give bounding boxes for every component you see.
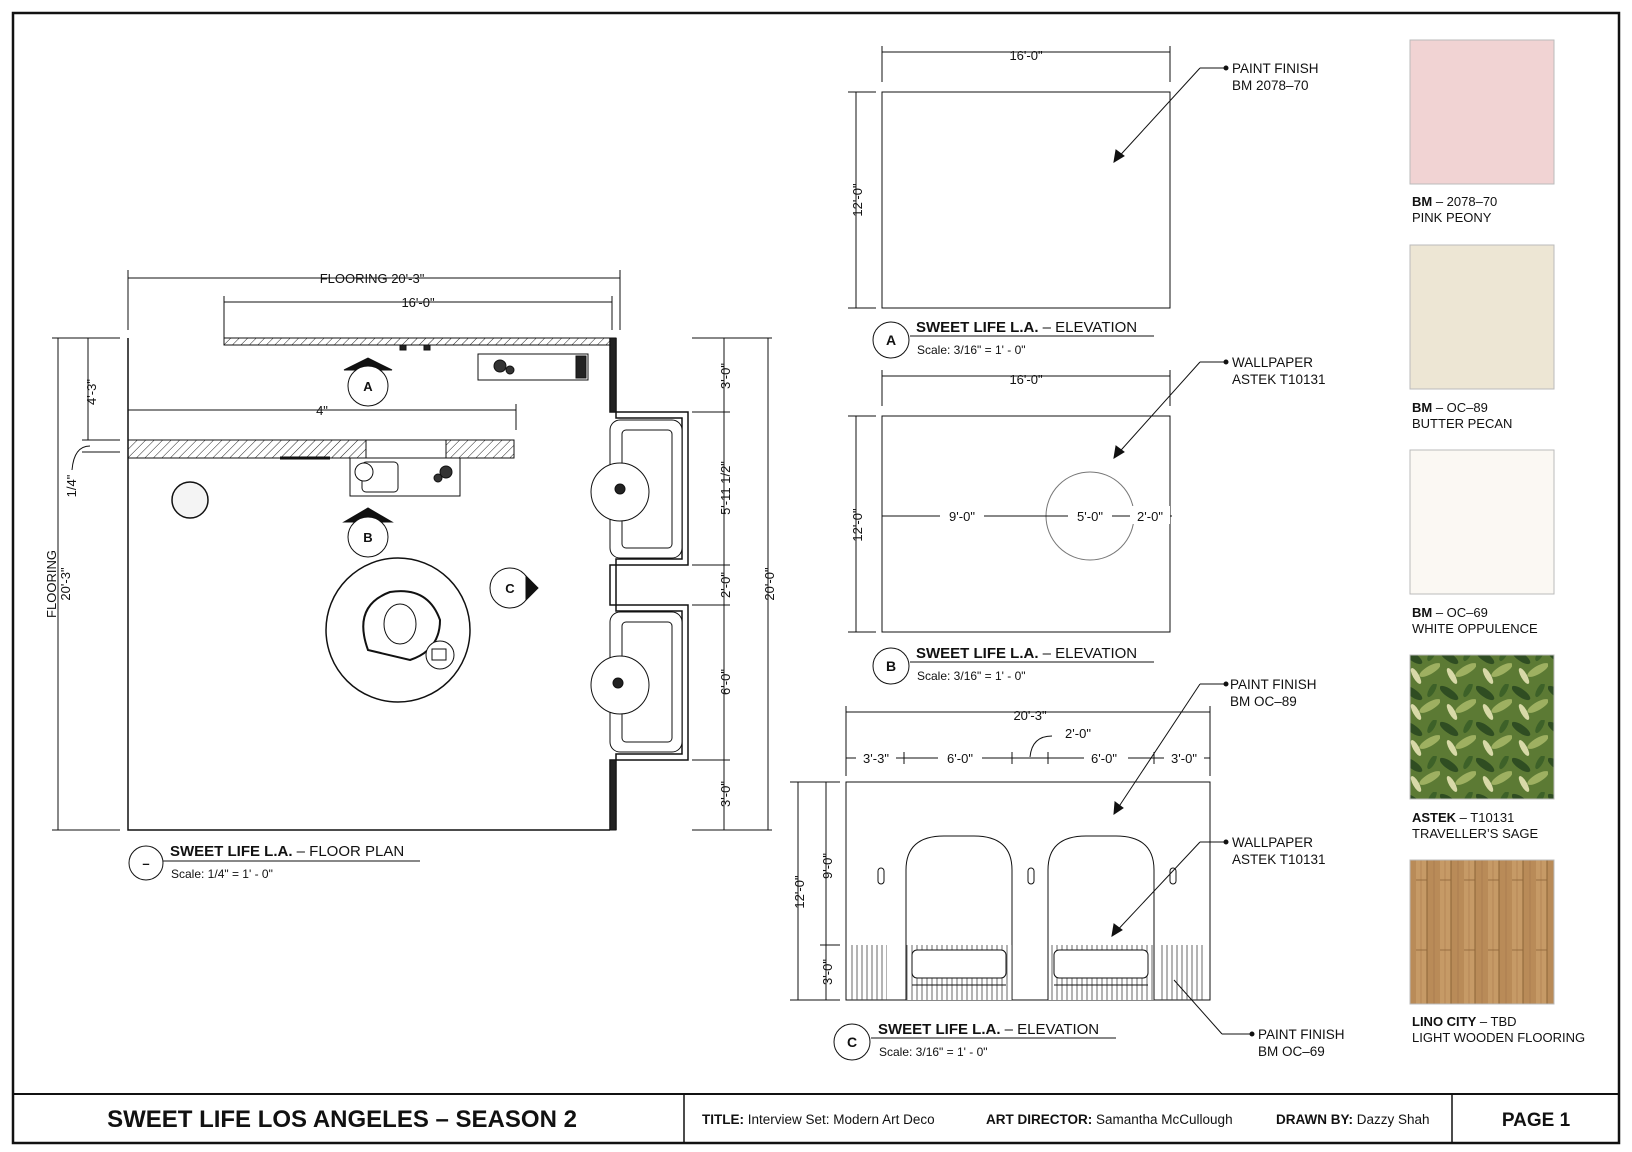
elev-b-width: 16'-0" xyxy=(1009,372,1043,387)
elev-b-note-line1: WALLPAPER xyxy=(1232,355,1313,370)
fp-dim-left-4-3: 4'-3" xyxy=(84,379,99,405)
swatch-pink-peony-chip xyxy=(1409,39,1555,185)
sheet-title: TITLE: Interview Set: Modern Art Deco xyxy=(702,1112,935,1127)
art-director: ART DIRECTOR: Samantha McCullough xyxy=(986,1112,1233,1127)
swatch-light-wooden-flooring-name: LIGHT WOODEN FLOORING xyxy=(1412,1030,1585,1045)
fp-title: SWEET LIFE L.A. – FLOOR PLAN xyxy=(170,843,404,860)
elev-c-seg-1: 3'-3" xyxy=(863,751,889,766)
title-block xyxy=(13,1093,1619,1143)
swatch-light-wooden-flooring-chip xyxy=(1409,859,1555,1005)
fp-scale: Scale: 1/4" = 1' - 0" xyxy=(171,867,273,881)
drawn-by: DRAWN BY: Dazzy Shah xyxy=(1276,1112,1430,1127)
page-number: PAGE 1 xyxy=(1502,1110,1571,1131)
elev-b-marker: B xyxy=(886,658,896,674)
swatch-travellers-sage: ASTEK – T10131 TRAVELLER’S SAGE xyxy=(1409,654,1555,841)
elevation-a xyxy=(848,46,1229,359)
elevation-b xyxy=(848,359,1229,685)
fp-title-marker: – xyxy=(142,856,149,871)
fp-dim-top-16: 16'-0" xyxy=(401,295,435,310)
swatch-travellers-sage-name: TRAVELLER’S SAGE xyxy=(1412,826,1539,841)
swatch-light-wooden-flooring-code: LINO CITY – TBD xyxy=(1412,1014,1517,1029)
elev-c-gap: 2'-0" xyxy=(1065,726,1091,741)
fp-view-marker-c: C xyxy=(505,581,515,596)
swatch-travellers-sage-code: ASTEK – T10131 xyxy=(1412,810,1514,825)
elev-c-height-upper: 9'-0" xyxy=(820,853,835,879)
swatch-butter-pecan: BM – OC–89 BUTTER PECAN xyxy=(1409,244,1555,431)
elev-c-seg-4: 3'-0" xyxy=(1171,751,1197,766)
elev-c-height-total: 12'-0" xyxy=(792,875,807,909)
sheet-border xyxy=(11,11,1621,1145)
project-title: SWEET LIFE LOS ANGELES – SEASON 2 xyxy=(107,1106,577,1133)
elev-b-scale: Scale: 3/16" = 1' - 0" xyxy=(917,669,1026,683)
elev-c-seg-2: 6'-0" xyxy=(947,751,973,766)
elev-b-dim-2: 5'-0" xyxy=(1077,509,1103,524)
elev-a-title: SWEET LIFE L.A. – ELEVATION xyxy=(916,319,1137,336)
elev-c-seg-3: 6'-0" xyxy=(1091,751,1117,766)
swatch-white-oppulence: BM – OC–69 WHITE OPPULENCE xyxy=(1409,449,1555,636)
swatch-white-oppulence-name: WHITE OPPULENCE xyxy=(1412,621,1538,636)
swatch-white-oppulence-chip xyxy=(1409,449,1555,595)
swatch-butter-pecan-name: BUTTER PECAN xyxy=(1412,416,1512,431)
elev-c-height-lower: 3'-0" xyxy=(820,959,835,985)
fp-dim-right-3-0-bot: 3'-0" xyxy=(718,781,733,807)
elev-b-note-line2: ASTEK T10131 xyxy=(1232,372,1326,387)
fp-dim-flooring-left-2: 20'-3" xyxy=(58,567,73,601)
swatch-white-oppulence-code: BM – OC–69 xyxy=(1412,605,1488,620)
elev-a-width: 16'-0" xyxy=(1009,48,1043,63)
elev-c-note2-line1: WALLPAPER xyxy=(1232,835,1313,850)
elev-c-note1-line2: BM OC–89 xyxy=(1230,694,1297,709)
elevation-c xyxy=(790,681,1255,1061)
elev-c-marker: C xyxy=(847,1034,857,1050)
elev-c-title: SWEET LIFE L.A. – ELEVATION xyxy=(878,1021,1099,1038)
swatch-pink-peony: BM – 2078–70 PINK PEONY xyxy=(1409,39,1555,225)
elev-b-height: 12'-0" xyxy=(850,508,865,542)
fp-dim-left-quarter: 1/4" xyxy=(64,474,79,497)
swatch-butter-pecan-code: BM – OC–89 xyxy=(1412,400,1488,415)
swatch-pink-peony-name: PINK PEONY xyxy=(1412,210,1492,225)
swatch-travellers-sage-chip xyxy=(1409,654,1555,800)
elev-c-width: 20'-3" xyxy=(1013,708,1047,723)
swatch-butter-pecan-chip xyxy=(1409,244,1555,390)
swatch-light-wooden-flooring: LINO CITY – TBD LIGHT WOODEN FLOORING xyxy=(1409,859,1585,1045)
fp-dim-right-3-0-top: 3'-0" xyxy=(718,363,733,389)
elev-a-scale: Scale: 3/16" = 1' - 0" xyxy=(917,343,1026,357)
fp-dim-right-5-11: 5'-11 1/2" xyxy=(718,461,733,515)
elev-a-note-line1: PAINT FINISH xyxy=(1232,61,1319,76)
fp-dim-right-6-0: 6'-0" xyxy=(718,669,733,695)
fp-view-marker-a: A xyxy=(363,379,373,394)
floor-plan xyxy=(52,270,772,881)
elev-c-note3-line2: BM OC–69 xyxy=(1258,1044,1325,1059)
elev-c-note3-line1: PAINT FINISH xyxy=(1258,1027,1345,1042)
elev-a-height: 12'-0" xyxy=(850,183,865,217)
elev-b-dim-1: 9'-0" xyxy=(949,509,975,524)
elev-a-note-line2: BM 2078–70 xyxy=(1232,78,1309,93)
fp-dim-flooring-top: FLOORING 20'-3" xyxy=(320,271,425,286)
elev-b-title: SWEET LIFE L.A. – ELEVATION xyxy=(916,645,1137,662)
fp-dim-inner-4: 4" xyxy=(316,403,328,418)
elev-b-dim-3: 2'-0" xyxy=(1137,509,1163,524)
fp-view-marker-b: B xyxy=(363,530,372,545)
elev-c-scale: Scale: 3/16" = 1' - 0" xyxy=(879,1045,988,1059)
fp-dim-flooring-left-1: FLOORING xyxy=(44,550,59,618)
elev-c-note1-line1: PAINT FINISH xyxy=(1230,677,1317,692)
swatch-pink-peony-code: BM – 2078–70 xyxy=(1412,194,1497,209)
fp-dim-right-20-0: 20'-0" xyxy=(762,567,777,601)
elev-c-note2-line2: ASTEK T10131 xyxy=(1232,852,1326,867)
fp-dim-right-2-0: 2'-0" xyxy=(718,572,733,598)
elev-a-marker: A xyxy=(886,332,896,348)
